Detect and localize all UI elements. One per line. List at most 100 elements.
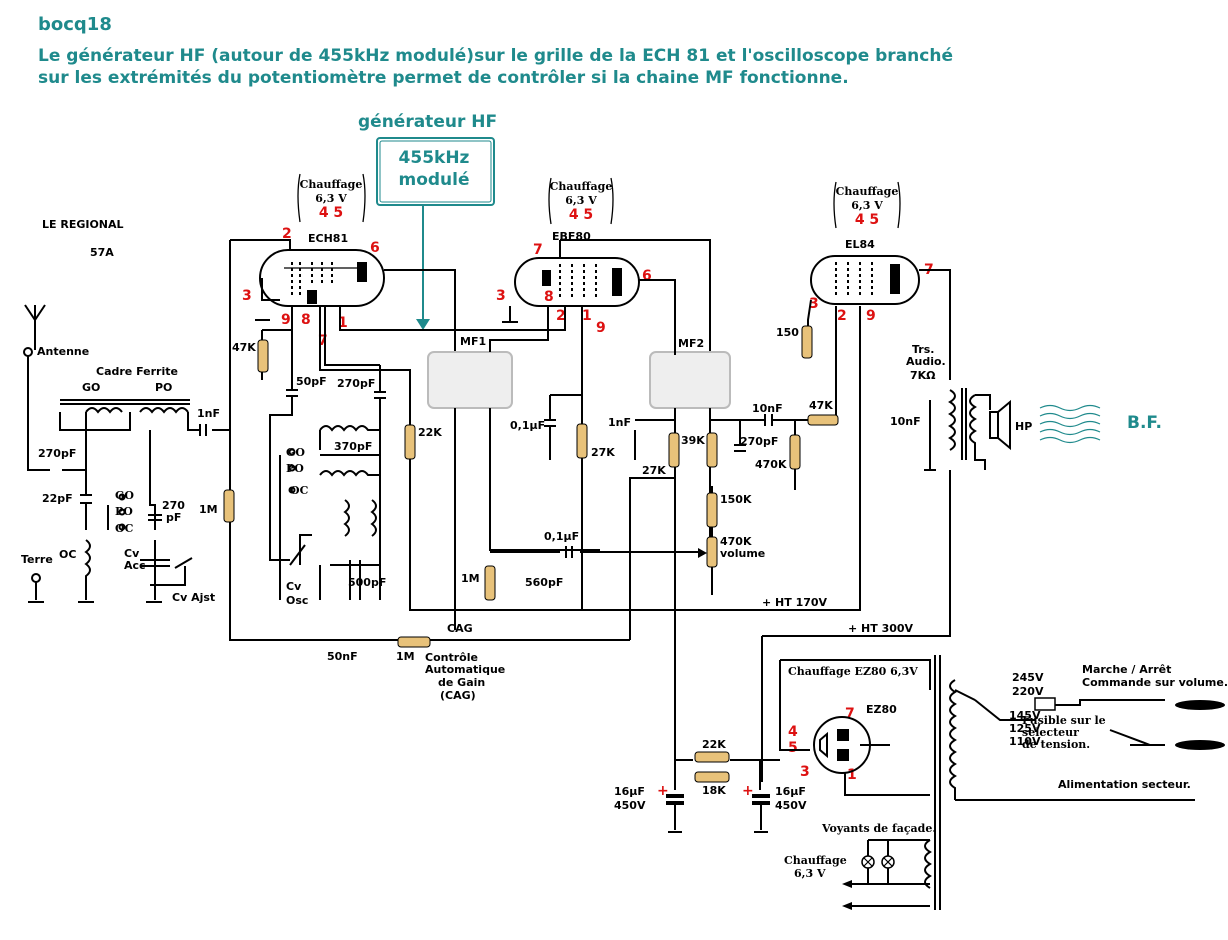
svg-text:6,3 V: 6,3 V <box>794 867 826 880</box>
generator-title: générateur HF <box>358 112 497 132</box>
svg-text:6,3 V: 6,3 V <box>565 194 597 207</box>
svg-text:470K: 470K <box>755 458 787 471</box>
svg-text:125V: 125V <box>1009 722 1041 735</box>
svg-text:7: 7 <box>533 242 543 258</box>
svg-text:16µF: 16µF <box>614 785 645 798</box>
svg-text:(CAG): (CAG) <box>440 689 476 702</box>
svg-text:Chauffage: Chauffage <box>550 180 613 193</box>
svg-text:Automatique: Automatique <box>425 663 505 676</box>
svg-text:selecteur: selecteur <box>1022 726 1079 739</box>
svg-text:de tension.: de tension. <box>1022 738 1090 751</box>
svg-text:7: 7 <box>318 333 328 349</box>
svg-text:3: 3 <box>809 296 819 312</box>
svg-text:47K: 47K <box>809 399 833 412</box>
heater-label-ebf80: Chauffage 6,3 V 4 5 <box>548 177 614 225</box>
svg-text:Antenne: Antenne <box>37 345 89 358</box>
svg-text:GO: GO <box>82 381 100 394</box>
svg-text:Osc: Osc <box>286 594 308 607</box>
svg-text:1: 1 <box>338 315 348 331</box>
svg-text:+: + <box>657 783 669 799</box>
svg-text:Cv: Cv <box>124 547 140 560</box>
generator-box <box>376 137 495 206</box>
svg-text:22pF: 22pF <box>42 492 73 505</box>
svg-text:Voyants de façade.: Voyants de façade. <box>821 822 936 835</box>
svg-text:9: 9 <box>596 320 606 336</box>
generator-freq: 455kHz <box>399 148 470 168</box>
svg-text:245V: 245V <box>1012 671 1044 684</box>
svg-text:450V: 450V <box>775 799 807 812</box>
svg-text:50nF: 50nF <box>327 650 358 663</box>
svg-text:Cadre Ferrite: Cadre Ferrite <box>96 365 178 378</box>
svg-text:OC: OC <box>115 522 134 535</box>
svg-text:470K: 470K <box>720 535 752 548</box>
radio-name: LE REGIONAL <box>42 218 124 231</box>
description-line-2: sur les extrémités du potentiomètre perm… <box>38 68 849 88</box>
svg-text:PO: PO <box>286 462 304 475</box>
bf-wave-icon <box>1039 404 1101 444</box>
svg-text:270pF: 270pF <box>337 377 375 390</box>
label-c270pf: 270pF <box>38 447 76 460</box>
svg-text:1M: 1M <box>461 572 480 585</box>
svg-text:50pF: 50pF <box>296 375 327 388</box>
svg-text:2: 2 <box>282 226 292 242</box>
svg-text:Fusible sur le: Fusible sur le <box>1022 714 1106 727</box>
svg-text:39K: 39K <box>681 434 705 447</box>
svg-text:Cv Ajst: Cv Ajst <box>172 591 215 604</box>
author-label: bocq18 <box>38 14 112 35</box>
svg-text:PO: PO <box>115 505 133 518</box>
svg-text:270pF: 270pF <box>740 435 778 448</box>
svg-text:OC: OC <box>59 548 76 561</box>
svg-text:de Gain: de Gain <box>438 676 485 689</box>
svg-text:Acc: Acc <box>124 559 146 572</box>
svg-text:27K: 27K <box>591 446 615 459</box>
svg-text:1: 1 <box>847 767 857 783</box>
heater-label-el84: Chauffage 6,3 V 4 5 <box>833 181 901 229</box>
svg-text:3: 3 <box>800 764 810 780</box>
svg-text:6,3 V: 6,3 V <box>315 192 347 205</box>
svg-text:Cv: Cv <box>286 580 302 593</box>
svg-text:2: 2 <box>837 308 847 324</box>
svg-text:47K: 47K <box>232 341 256 354</box>
svg-text:8: 8 <box>544 289 554 305</box>
svg-text:10nF: 10nF <box>890 415 921 428</box>
svg-text:Chauffage: Chauffage <box>300 178 363 191</box>
svg-text:500pF: 500pF <box>348 576 386 589</box>
svg-text:4 5: 4 5 <box>569 207 593 223</box>
tube-name: EBF80 <box>552 230 591 243</box>
svg-text:4 5: 4 5 <box>319 205 343 221</box>
description-line-1: Le générateur HF (autour de 455kHz modul… <box>38 46 953 66</box>
svg-text:MF2: MF2 <box>678 337 704 350</box>
svg-text:Trs.: Trs. <box>912 343 934 356</box>
generator-arrow-icon <box>416 319 430 330</box>
svg-text:7: 7 <box>845 706 855 722</box>
svg-text:MF1: MF1 <box>460 335 486 348</box>
svg-text:6,3 V: 6,3 V <box>851 199 883 212</box>
wiring <box>23 239 1195 910</box>
svg-text:4: 4 <box>788 724 798 740</box>
svg-text:9: 9 <box>866 308 876 324</box>
pin-numbers: 2 6 3 9 8 7 1 7 8 6 3 2 1 9 7 3 2 9 7 4 … <box>242 226 934 783</box>
resistors <box>223 325 839 783</box>
svg-text:18K: 18K <box>702 784 726 797</box>
text-labels: Antenne Cadre Ferrite GO PO 270pF 22pF O… <box>21 326 1228 880</box>
svg-text:Audio.: Audio. <box>906 355 946 368</box>
svg-text:110V: 110V <box>1009 735 1041 748</box>
svg-text:150K: 150K <box>720 493 752 506</box>
svg-text:7KΩ: 7KΩ <box>910 369 936 382</box>
mains-plug-icons <box>1034 697 1225 750</box>
tube-el84: EL84 <box>810 238 920 305</box>
svg-text:GO: GO <box>286 446 305 459</box>
svg-text:Chauffage: Chauffage <box>784 854 847 867</box>
svg-text:22K: 22K <box>702 738 726 751</box>
svg-text:6: 6 <box>370 240 380 256</box>
indicator-lamp-icons <box>842 855 895 910</box>
tube-name: EL84 <box>845 238 875 251</box>
svg-text:1nF: 1nF <box>197 407 220 420</box>
bf-label: B.F. <box>1127 413 1162 433</box>
svg-text:4 5: 4 5 <box>855 212 879 228</box>
svg-text:22K: 22K <box>418 426 442 439</box>
svg-text:1M: 1M <box>396 650 415 663</box>
svg-text:+ HT 170V: + HT 170V <box>762 596 828 609</box>
svg-text:Commande sur volume.: Commande sur volume. <box>1082 676 1228 689</box>
